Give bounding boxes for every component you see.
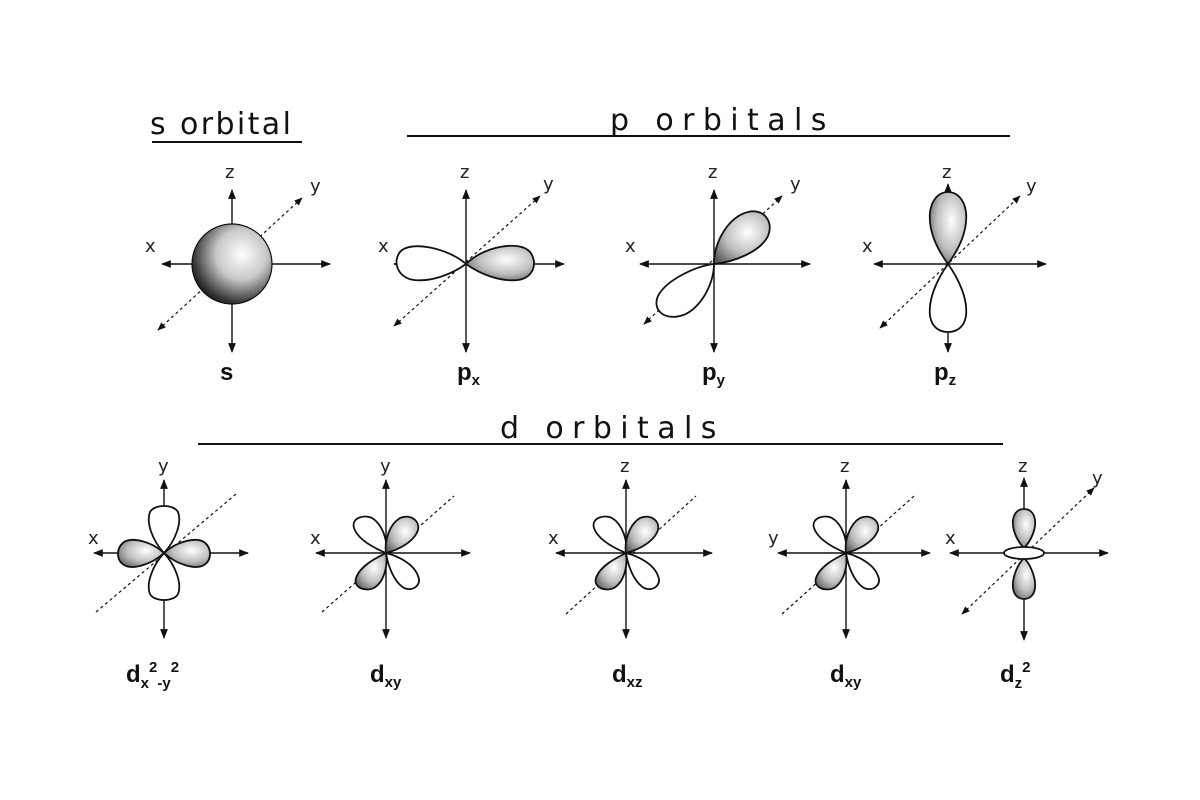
p-orbitals-title: p orbitals bbox=[610, 103, 835, 138]
orbital-label-dxy: dxy bbox=[370, 661, 402, 691]
dxy-upper-right-lobe bbox=[384, 515, 420, 555]
orbital-label-px: px bbox=[457, 359, 481, 389]
dyz-lower-right-lobe bbox=[844, 551, 880, 590]
z-axis-label: z bbox=[708, 162, 717, 183]
orbital-label-dxy-2: dxy bbox=[830, 661, 862, 691]
dz2-torus-ring bbox=[1003, 546, 1045, 560]
dxy-orbital-panel: y x dxy bbox=[310, 456, 471, 691]
orbital-label-py: py bbox=[702, 359, 726, 389]
dxz-orbital-panel: z x dxz bbox=[548, 456, 713, 691]
pz-negative-lobe bbox=[928, 262, 968, 333]
orbital-label-dz2: dz2 bbox=[1000, 659, 1031, 692]
py-negative-lobe bbox=[655, 262, 715, 318]
z-axis-label: z bbox=[225, 162, 234, 183]
dx2y2-top-lobe bbox=[147, 505, 181, 555]
x-axis-label: x bbox=[548, 528, 559, 549]
y-axis-label: y bbox=[158, 456, 169, 477]
x-axis-label: x bbox=[310, 528, 321, 549]
orbital-label-dx2-y2: dx2-y2 bbox=[126, 659, 179, 692]
y-axis-label: y bbox=[768, 528, 779, 549]
dxz-lower-left-lobe bbox=[594, 551, 628, 591]
dxz-upper-right-lobe bbox=[624, 515, 660, 555]
z-axis-label: z bbox=[620, 456, 629, 477]
dx2y2-left-lobe bbox=[117, 539, 166, 568]
dx2y2-bottom-lobe bbox=[147, 551, 181, 601]
z-axis-label: z bbox=[942, 162, 951, 183]
s-orbital-sphere bbox=[191, 223, 273, 305]
dxy-upper-left-lobe bbox=[352, 515, 388, 555]
y-axis-label: y bbox=[310, 176, 321, 197]
s-orbital-panel: z x y s bbox=[145, 162, 331, 386]
dz2-lower-lobe bbox=[1011, 556, 1037, 600]
diagonal-axis bbox=[321, 495, 455, 613]
pz-orbital-panel: z x y pz bbox=[862, 162, 1047, 389]
y-axis-label: y bbox=[380, 456, 391, 477]
py-positive-lobe bbox=[713, 210, 771, 265]
dyz-upper-left-lobe bbox=[812, 515, 848, 555]
z-axis-label: z bbox=[1018, 456, 1027, 477]
x-axis-label: x bbox=[945, 528, 956, 549]
x-axis-label: x bbox=[88, 528, 99, 549]
dz2-upper-lobe bbox=[1011, 508, 1037, 550]
dxz-upper-left-lobe bbox=[592, 515, 628, 555]
dxy-lower-left-lobe bbox=[354, 551, 388, 591]
x-axis-label: x bbox=[145, 236, 156, 257]
dx2y2-right-lobe bbox=[162, 539, 211, 568]
dxz-lower-right-lobe bbox=[624, 551, 660, 590]
pz-positive-lobe bbox=[928, 191, 968, 266]
dyz-lower-left-lobe bbox=[814, 551, 848, 591]
y-axis-label: y bbox=[790, 174, 801, 195]
dxy-lower-right-lobe bbox=[384, 551, 420, 590]
z-axis-label: z bbox=[840, 456, 849, 477]
y-axis-label: y bbox=[543, 174, 554, 195]
px-positive-lobe bbox=[464, 244, 535, 282]
x-axis-label: x bbox=[378, 236, 389, 257]
y-axis-label: y bbox=[1026, 176, 1037, 197]
dyz-orbital-panel: z y dxy bbox=[768, 456, 931, 691]
d-orbitals-title: d orbitals bbox=[500, 411, 725, 446]
x-axis-label: x bbox=[862, 236, 873, 257]
py-orbital-panel: z x y py bbox=[625, 162, 811, 389]
px-orbital-panel: z x y px bbox=[378, 162, 565, 389]
diagonal-axis bbox=[565, 495, 697, 615]
dyz-upper-right-lobe bbox=[844, 515, 880, 555]
orbital-label-pz: pz bbox=[934, 359, 956, 389]
orbital-label-dxz: dxz bbox=[612, 661, 643, 691]
px-negative-lobe bbox=[395, 245, 468, 282]
x-axis-label: x bbox=[625, 236, 636, 257]
y-axis-label: y bbox=[1092, 468, 1103, 489]
dz2-orbital-panel: z x y dz2 bbox=[945, 456, 1109, 692]
dx2-y2-orbital-panel: y x dx2-y2 bbox=[88, 456, 249, 692]
s-orbital-title: s orbital bbox=[150, 107, 293, 142]
y-axis bbox=[393, 195, 541, 327]
z-axis-label: z bbox=[460, 162, 469, 183]
orbital-label-s: s bbox=[220, 359, 233, 386]
